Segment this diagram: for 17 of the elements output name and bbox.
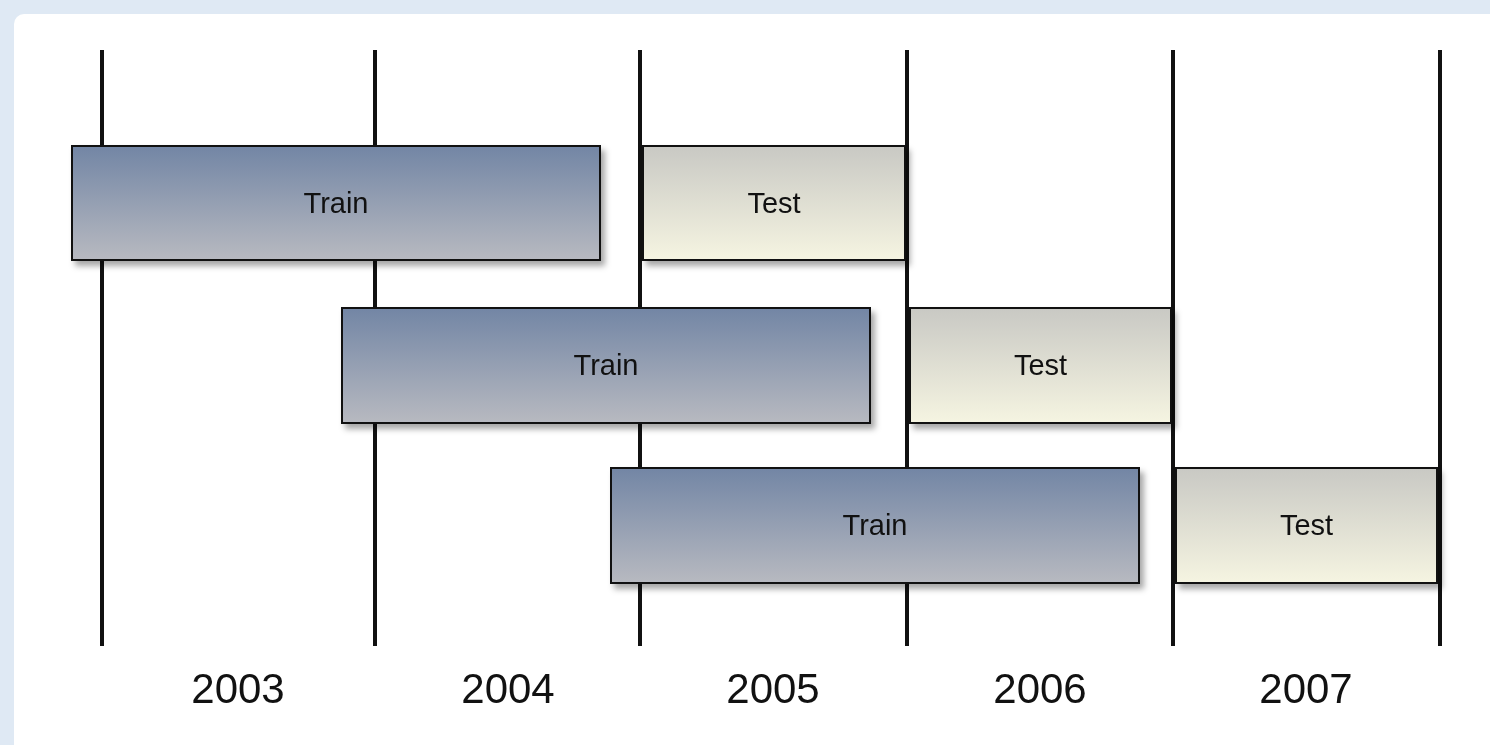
bar-label: Test xyxy=(1013,349,1068,382)
year-label: 2007 xyxy=(1259,665,1353,713)
bar-label: Train xyxy=(573,349,639,382)
training-period-bar xyxy=(71,145,601,261)
year-label: 2006 xyxy=(993,665,1087,713)
year-label: 2005 xyxy=(726,665,820,713)
bar-label: Train xyxy=(842,509,908,542)
bar-label: Train xyxy=(303,186,369,220)
year-label: 2004 xyxy=(461,665,555,713)
year-label: 2003 xyxy=(191,665,285,713)
test-period-bar xyxy=(909,307,1172,424)
training-period-bar xyxy=(341,307,871,424)
test-period-bar xyxy=(642,145,906,261)
bar-label: Test xyxy=(747,186,801,220)
training-period-bar xyxy=(610,467,1140,584)
bar-label: Test xyxy=(1279,509,1334,542)
test-period-bar xyxy=(1175,467,1438,584)
